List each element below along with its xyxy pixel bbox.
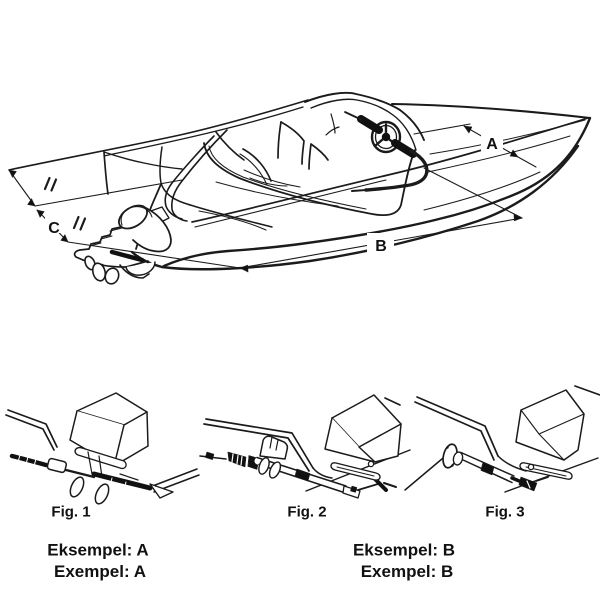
svg-text:Eksempel: A: Eksempel: A (47, 541, 148, 560)
svg-text:C: C (48, 220, 60, 237)
svg-text:Eksempel: B: Eksempel: B (353, 541, 455, 560)
svg-text:B: B (375, 238, 387, 255)
svg-text:Fig. 2: Fig. 2 (287, 504, 326, 521)
svg-text:Exempel: B: Exempel: B (361, 562, 454, 581)
svg-text:Exempel: A: Exempel: A (54, 562, 146, 581)
svg-text:Fig. 1: Fig. 1 (51, 504, 90, 521)
svg-text:A: A (486, 136, 498, 153)
svg-text:Fig. 3: Fig. 3 (485, 504, 524, 521)
